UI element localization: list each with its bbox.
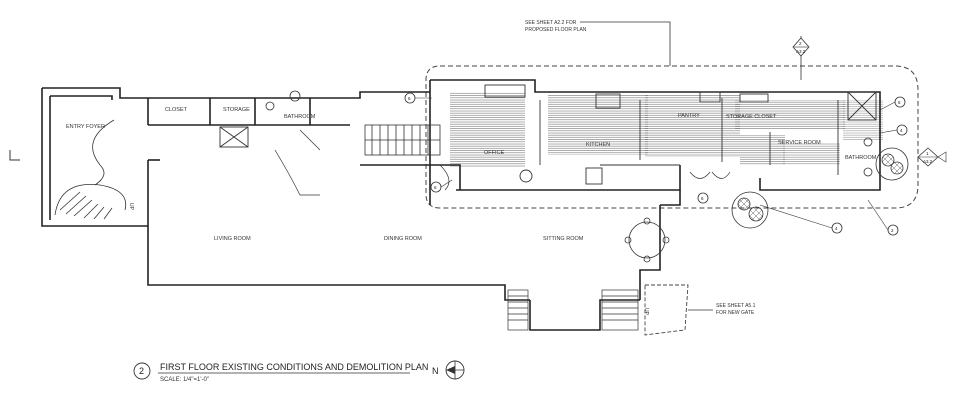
room-label-storage: STORAGE [223, 107, 250, 113]
section-top-num: 2 [799, 41, 802, 46]
section-right-sheet: A3.2 [923, 159, 933, 164]
section-top-sheet: A3.2 [796, 49, 806, 54]
room-label-service-room: SERVICE ROOM [778, 140, 821, 146]
demolition-hatching [450, 92, 883, 167]
keynote-5: 5 [898, 100, 901, 105]
demolition-outline [425, 65, 919, 209]
stair-up-label-front: UP [643, 308, 649, 316]
room-labels: ENTRY FOYER CLOSET STORAGE BATHROOM OFFI… [66, 107, 877, 242]
room-label-entry-foyer: ENTRY FOYER [66, 124, 105, 130]
callout-a51: SEE SHEET A5.1 FOR NEW GATE [688, 303, 756, 316]
room-label-closet: CLOSET [165, 107, 188, 113]
section-marker-top: 2 A3.2 [792, 36, 810, 80]
keynote-2: 2 [891, 228, 894, 233]
shrub-left [731, 191, 769, 229]
shrub-right [875, 147, 909, 181]
north-label: N [432, 366, 439, 376]
stair-front [507, 289, 639, 331]
room-label-storage-closet: STORAGE CLOSET [726, 114, 777, 120]
drawing-scale: SCALE: 1/4"=1'-0" [160, 377, 209, 383]
room-label-living-room: LIVING ROOM [214, 236, 251, 242]
callout-a51-line1: SEE SHEET A5.1 [716, 303, 756, 309]
gate-area [644, 284, 689, 336]
callout-a51-line2: FOR NEW GATE [716, 310, 755, 316]
callout-a22-line1: SEE SHEET A2.2 FOR [525, 20, 577, 26]
room-label-office: OFFICE [484, 150, 504, 156]
keynote-leaders [415, 97, 898, 231]
callout-a22-line2: PROPOSED FLOOR PLAN [525, 27, 587, 33]
break-line [9, 150, 20, 161]
keynote-6b: 6 [434, 185, 437, 190]
section-marker-right: 1 A3.2 [917, 147, 947, 167]
room-label-sitting-room: SITTING ROOM [543, 236, 584, 242]
room-label-kitchen: KITCHEN [586, 142, 610, 148]
section-right-num: 1 [926, 151, 929, 156]
stair-up-label: UP [128, 203, 134, 211]
drawing-title: FIRST FLOOR EXISTING CONDITIONS AND DEMO… [160, 362, 428, 372]
drawing-title-block: 2 FIRST FLOOR EXISTING CONDITIONS AND DE… [133, 362, 428, 383]
callout-a22: SEE SHEET A2.2 FOR PROPOSED FLOOR PLAN [525, 20, 671, 66]
fixture-circles [265, 90, 873, 177]
room-label-bathroom: BATHROOM [284, 114, 316, 120]
partitions [219, 84, 877, 185]
keynote-6: 6 [408, 96, 411, 101]
north-arrow: N [432, 360, 465, 380]
keynote-6c: 6 [701, 196, 704, 201]
room-label-bathroom-rear: BATHROOM [845, 155, 877, 161]
walls [41, 79, 881, 331]
room-label-pantry: PANTRY [678, 113, 700, 119]
keynote-4: 4 [900, 128, 903, 133]
keynote-4b: 4 [835, 226, 838, 231]
drawing-number: 2 [139, 366, 144, 376]
bay-table [624, 217, 670, 263]
stair-main [364, 124, 441, 156]
stair-spiral [54, 119, 127, 220]
room-label-dining-room: DINING ROOM [384, 236, 422, 242]
door-swings [274, 129, 731, 196]
